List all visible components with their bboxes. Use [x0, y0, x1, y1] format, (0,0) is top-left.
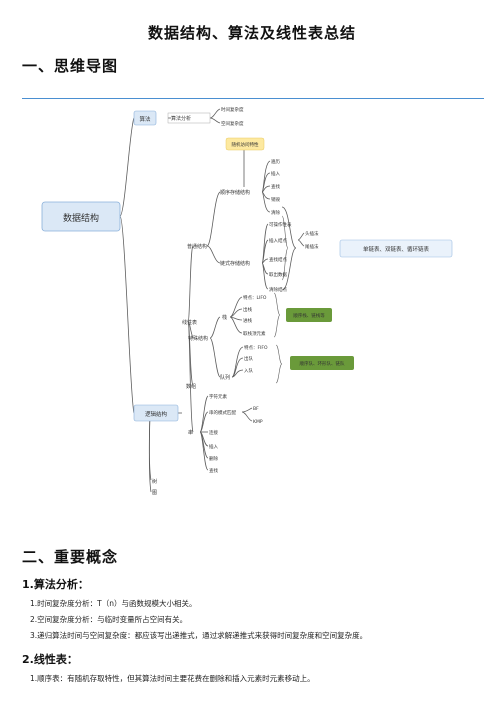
- queue-label: 队列: [220, 374, 230, 381]
- kmp-label: KMP: [253, 419, 263, 425]
- queue-callout-label: 顺序队、环形队、链队: [300, 360, 345, 367]
- stack-item-label: 取栈顶元素: [243, 330, 266, 337]
- string-item-label: 串的模式匹配: [209, 409, 236, 416]
- section-divider: [22, 98, 484, 99]
- seq-op-label: 销毁: [271, 196, 280, 203]
- linked-op-label: 可操作性表: [269, 221, 292, 228]
- algorithm-node-label: 算法: [139, 115, 151, 123]
- string-item-label: 查找: [209, 467, 218, 474]
- algo-analysis-node: [167, 112, 211, 124]
- string-item-label: 字符元素: [209, 393, 227, 400]
- paragraph-line: 3.递归算法时间与空间复杂度：都应该写出递推式，通过求解递推式来获得时间复杂度和…: [30, 631, 368, 640]
- restricted-label: 特殊结构: [188, 335, 208, 342]
- linked-op-label: 查找结点: [269, 256, 287, 263]
- string-item-label: 插入: [209, 443, 218, 450]
- string-label: 串: [188, 430, 193, 436]
- bf-label: BF: [253, 406, 259, 412]
- stack-item-label: 特点：LIFO: [243, 294, 267, 301]
- linear-table-label: 线性表: [182, 319, 197, 326]
- linked-callout: [339, 239, 453, 258]
- sequential-label: 顺序存储结构: [220, 189, 250, 196]
- stack-label: 栈: [222, 314, 227, 321]
- root-node: [41, 201, 121, 232]
- stack-callout: [286, 308, 332, 322]
- linked-op-label: 清除结点: [269, 286, 287, 293]
- string-item-label: 连接: [209, 429, 218, 436]
- page-title: 数据结构、算法及线性表总结: [147, 24, 356, 42]
- random-access-callout: [225, 137, 265, 151]
- queue-item-label: 出队: [244, 355, 253, 362]
- stack-item-label: 进栈: [243, 317, 252, 324]
- queue-item-label: 入队: [244, 367, 253, 374]
- algo-analysis-label: 算法分析: [171, 115, 191, 122]
- tail-insert-label: 尾插法: [305, 243, 319, 250]
- queue-item-label: 特点：FIFO: [244, 344, 268, 351]
- paragraph-line: 2.空间复杂度分析：与临时变量所占空间有关。: [30, 615, 188, 624]
- algorithm-node: [133, 110, 157, 126]
- space-complexity-label: 空间复杂度: [221, 120, 244, 127]
- logical-node-label: 逻辑结构: [145, 410, 168, 418]
- linked-op-label: 插入结点: [269, 237, 287, 244]
- root-node-label: 数据结构: [63, 212, 99, 224]
- linked-op-label: 取出数据: [269, 271, 287, 278]
- logical-node: [133, 404, 179, 422]
- random-access-callout-label: 随机访问特性: [232, 141, 259, 148]
- linked-label: 链式存储结构: [220, 260, 250, 267]
- section-heading-concepts: 二、重要概念: [22, 548, 119, 566]
- stack-item-label: 出栈: [243, 306, 252, 313]
- seq-op-label: 插入: [271, 170, 280, 177]
- seq-op-label: 遍历: [271, 158, 280, 165]
- section-heading-mindmap: 一、思维导图: [22, 57, 119, 75]
- string-item-label: 删除: [209, 455, 218, 462]
- stack-callout-label: 顺序栈、链栈等: [293, 312, 325, 319]
- head-insert-label: 头插法: [305, 230, 319, 237]
- array-label: 数组: [186, 383, 196, 390]
- subheading-linear-table: 2.线性表：: [22, 653, 78, 666]
- queue-callout: [290, 356, 354, 370]
- subheading-algorithm-analysis: 1.算法分析：: [22, 578, 89, 591]
- paragraph-line: 1.顺序表：有随机存取特性，但其算法时间主要花费在删除和插入元素时元素移动上。: [30, 674, 315, 683]
- tree-label: 树: [152, 478, 157, 485]
- graph-label: 图: [152, 490, 157, 496]
- seq-op-label: 查找: [271, 183, 280, 190]
- time-complexity-label: 时间复杂度: [221, 106, 244, 113]
- linked-callout-label: 单链表、双链表、循环链表: [363, 245, 430, 253]
- general-linear-label: 普通结构: [187, 243, 207, 250]
- seq-op-label: 清除: [271, 209, 280, 216]
- paragraph-line: 1.时间复杂度分析：T（n）与函数规模大小相关。: [30, 599, 197, 608]
